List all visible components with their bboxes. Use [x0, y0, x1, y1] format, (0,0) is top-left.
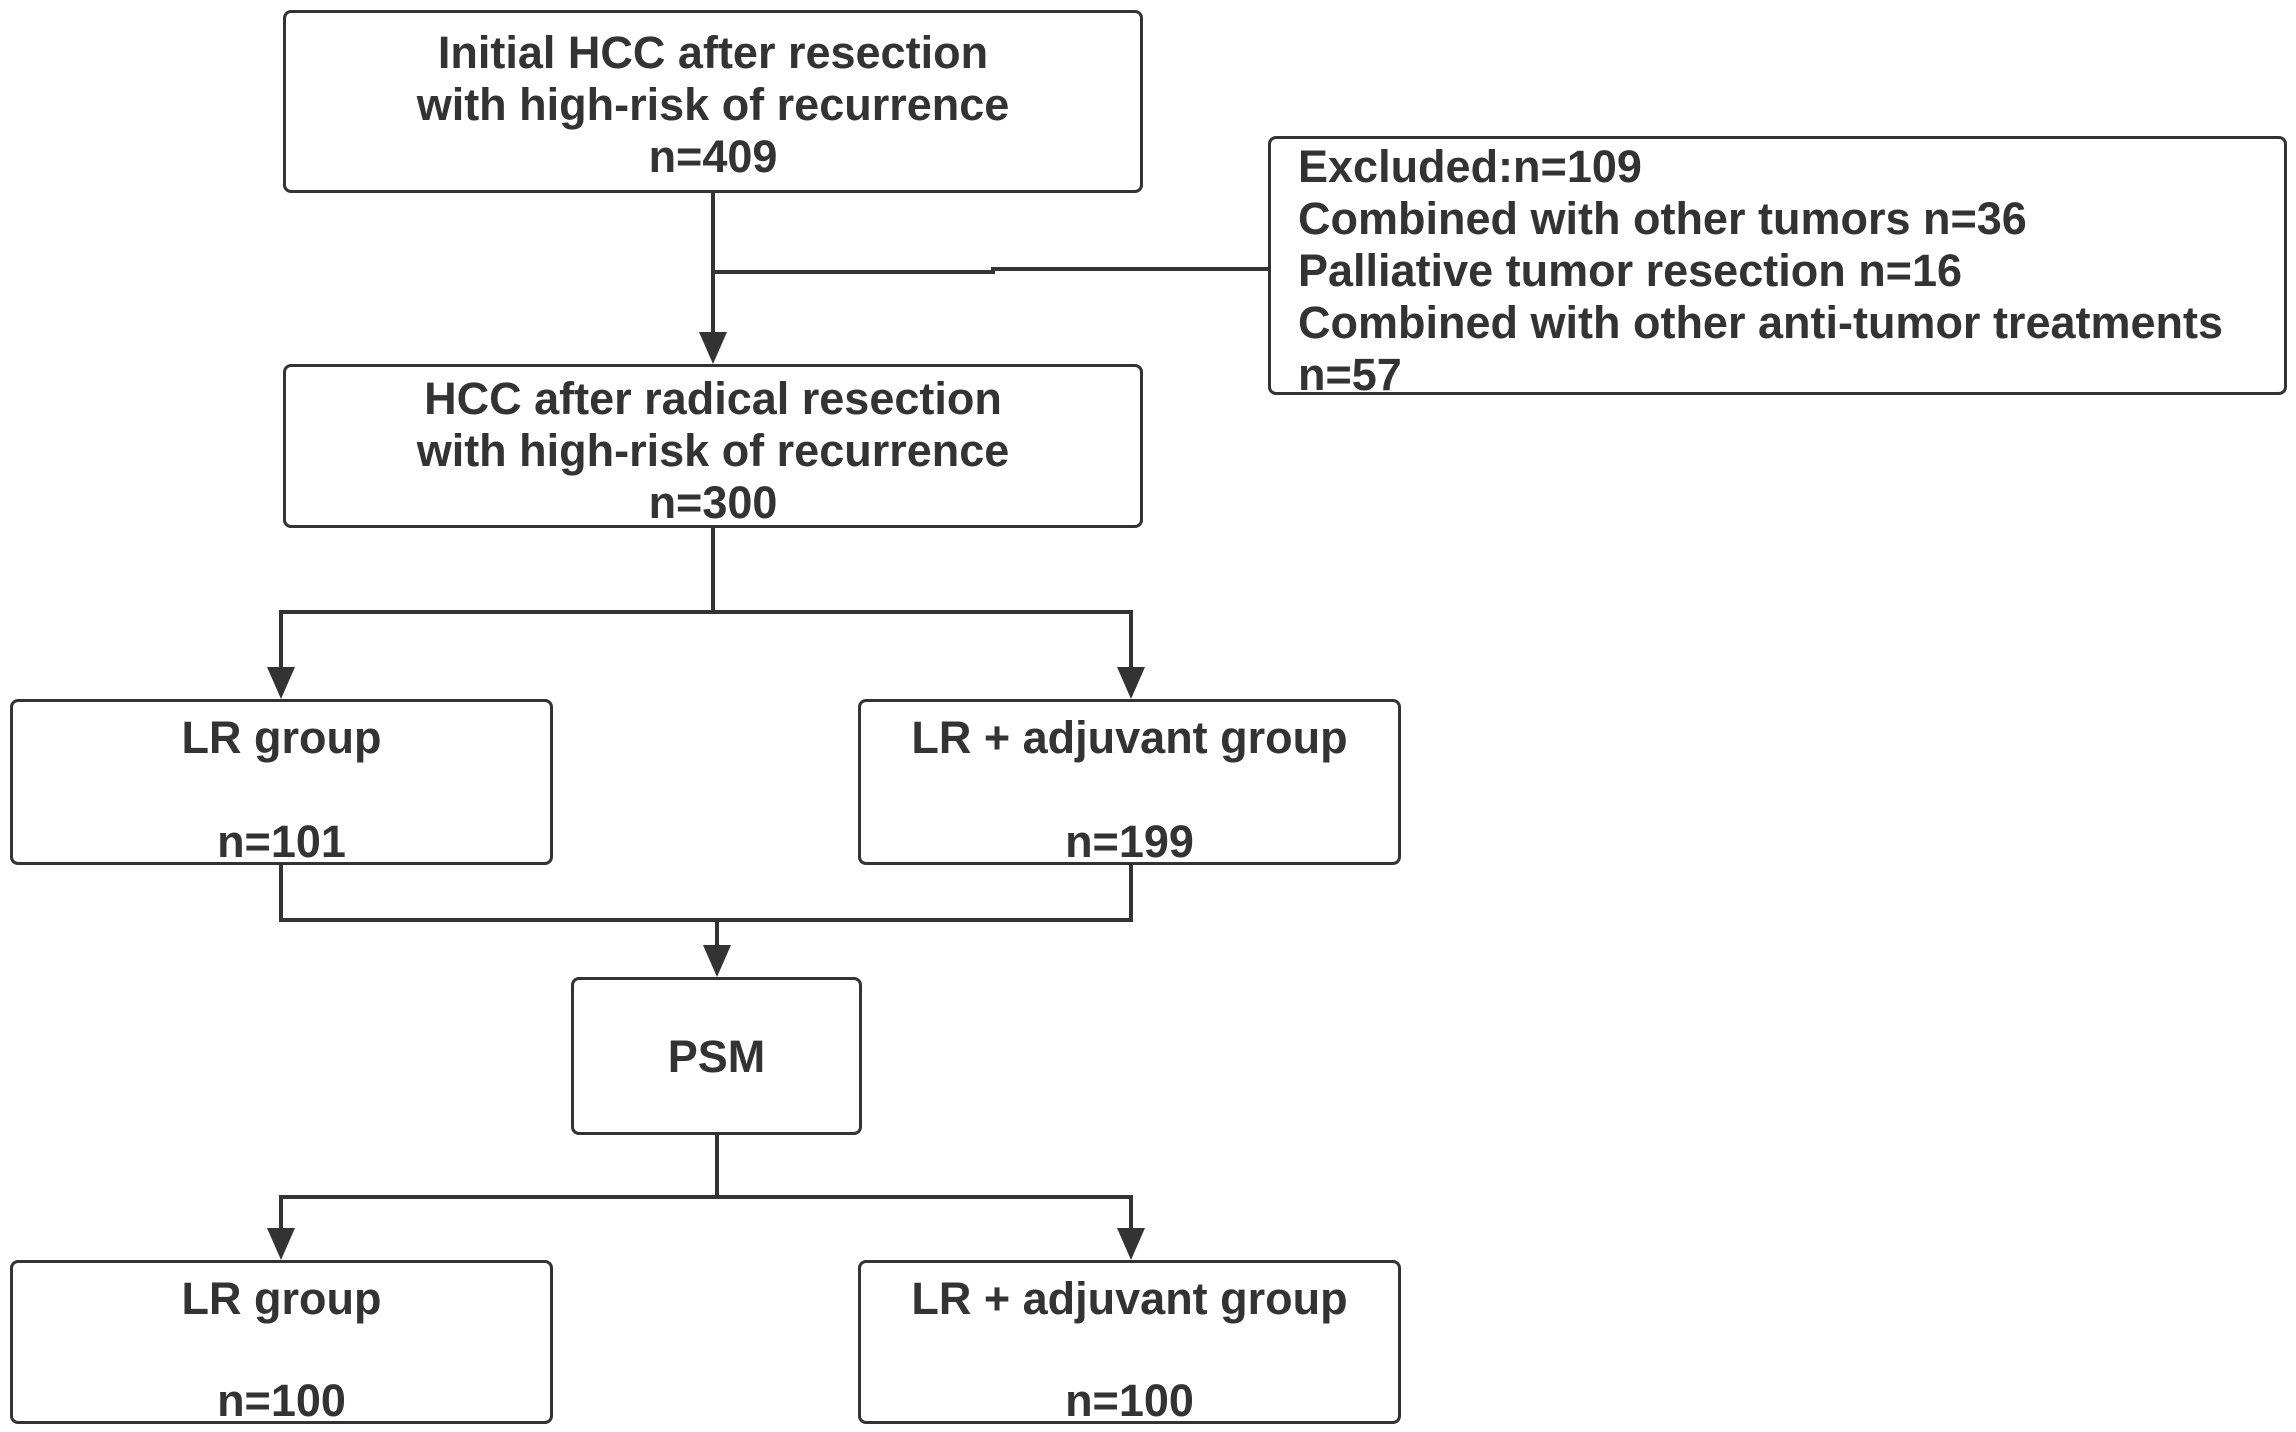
arrowhead-adj-after: [1117, 1228, 1145, 1260]
adjuvant-group-before-box: LR + adjuvant group n=199: [858, 699, 1401, 867]
initial-cohort-count: n=409: [648, 131, 778, 182]
psm-label: PSM: [667, 1031, 766, 1082]
connector-split-1: [279, 610, 1133, 669]
arrowhead-adj-before: [1117, 667, 1145, 699]
lr-group-after-count: n=100: [217, 1375, 346, 1426]
adjuvant-group-after-label: LR + adjuvant group: [911, 1273, 1348, 1324]
arrowhead-lr-after: [267, 1228, 295, 1260]
radical-resection-line2: with high-risk of recurrence: [416, 425, 1010, 476]
adjuvant-group-after-count: n=100: [1065, 1375, 1194, 1426]
lr-group-before-label: LR group: [181, 712, 382, 763]
excluded-title: Excluded:n=109: [1298, 141, 1642, 192]
excluded-item-anti-tumor: Combined with other anti-tumor treatment…: [1298, 297, 2224, 348]
adjuvant-group-before-label: LR + adjuvant group: [911, 712, 1348, 763]
initial-cohort-line2: with high-risk of recurrence: [416, 79, 1010, 130]
connector-exclusion: [711, 267, 1270, 274]
arrowhead-radical: [699, 332, 727, 364]
adjuvant-group-after-box: LR + adjuvant group n=100: [858, 1260, 1401, 1426]
lr-group-after-label: LR group: [181, 1273, 382, 1324]
excluded-item-other-tumors: Combined with other tumors n=36: [1298, 193, 2027, 244]
lr-group-after-box: LR group n=100: [10, 1260, 553, 1426]
excluded-item-palliative: Palliative tumor resection n=16: [1298, 245, 1963, 296]
initial-cohort-box: Initial HCC after resection with high-ri…: [283, 10, 1143, 193]
lr-group-before-count: n=101: [217, 816, 346, 867]
radical-resection-line1: HCC after radical resection: [424, 373, 1002, 424]
arrowhead-psm: [703, 945, 731, 977]
lr-group-before-box: LR group n=101: [10, 699, 553, 867]
arrowhead-lr-before: [267, 667, 295, 699]
psm-box: PSM: [571, 977, 862, 1135]
radical-resection-box: HCC after radical resection with high-ri…: [283, 364, 1143, 528]
radical-resection-count: n=300: [648, 477, 778, 528]
initial-cohort-line1: Initial HCC after resection: [437, 27, 989, 78]
excluded-box: Excluded:n=109 Combined with other tumor…: [1268, 136, 2287, 400]
excluded-item-anti-tumor-count: n=57: [1298, 349, 1402, 400]
connector-split-2: [279, 1195, 1133, 1230]
adjuvant-group-before-count: n=199: [1065, 816, 1194, 867]
connector-merge-1: [279, 863, 1133, 922]
